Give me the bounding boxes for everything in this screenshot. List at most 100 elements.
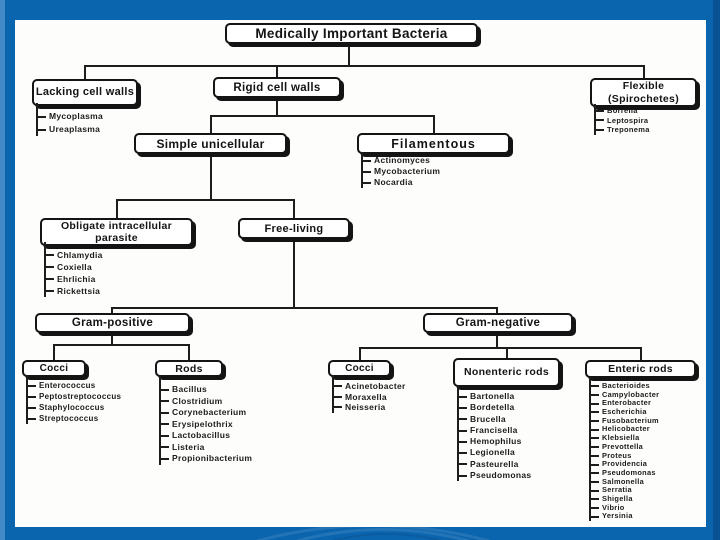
species-item: Listeria xyxy=(160,442,252,454)
connector-line xyxy=(188,344,190,361)
connector-line xyxy=(359,347,361,361)
node-medically-important-bacteria: Medically Important Bacteria xyxy=(225,23,478,44)
species-item: Mycoplasma xyxy=(37,111,104,121)
species-item: Hemophilus xyxy=(458,436,531,447)
species-item: Staphylococcus xyxy=(27,402,121,413)
species-item: Enterobacter xyxy=(590,399,659,408)
connector-line xyxy=(496,307,498,314)
species-item: Providencia xyxy=(590,459,659,469)
species-item: Ehrlichia xyxy=(46,273,103,285)
node-label: Rods xyxy=(175,362,203,375)
species-item: Proteus xyxy=(590,451,659,461)
species-item: Brucella xyxy=(458,414,531,425)
node-label: Enteric rods xyxy=(608,363,673,375)
connector-line xyxy=(506,347,508,359)
species-item: Chlamydia xyxy=(46,250,103,260)
connector-line xyxy=(116,199,294,201)
connector-line xyxy=(84,65,86,80)
node-label: Filamentous xyxy=(391,136,476,151)
species-item: Borrelia xyxy=(596,106,650,116)
connector-line xyxy=(53,344,189,346)
species-item: Bordetella xyxy=(458,402,531,413)
species-item: Nocardia xyxy=(362,177,440,188)
species-item: Legionella xyxy=(458,447,531,458)
connector-line xyxy=(210,115,212,134)
connector-line xyxy=(210,115,435,117)
species-item: Shigella xyxy=(590,494,659,504)
species-item: Bacterioides xyxy=(590,381,659,391)
connector-line xyxy=(84,65,645,67)
species-item: Serratia xyxy=(590,486,659,495)
species-item: Vibrio xyxy=(590,503,659,513)
species-item: Campylobacter xyxy=(590,389,660,399)
connector-line xyxy=(111,333,113,346)
node-label: Free-living xyxy=(264,222,324,235)
node-gram-negative-cocci: Cocci xyxy=(328,360,391,377)
species-item: Pasteurella xyxy=(458,459,531,470)
node-label: Gram-negative xyxy=(455,317,541,329)
node-label: Lacking cell walls xyxy=(35,86,135,99)
species-item: Erysipelothrix xyxy=(160,419,252,431)
node-flexible-spirochetes: Flexible (Spirochetes) xyxy=(590,78,697,107)
node-label: Gram-positive xyxy=(71,317,154,329)
species-item: Pseudomonas xyxy=(590,468,659,478)
slide-right-edge-shade xyxy=(713,0,720,540)
node-label: Rigid cell walls xyxy=(233,81,321,94)
node-label: Simple unicellular xyxy=(156,136,265,151)
node-label: Nonenteric rods xyxy=(463,365,549,378)
species-item: Mycobacterium xyxy=(362,166,441,176)
species-item: Fusobacterium xyxy=(590,415,659,425)
node-gram-positive-cocci: Cocci xyxy=(22,360,86,377)
connector-line xyxy=(433,115,435,134)
node-rigid-cell-walls: Rigid cell walls xyxy=(213,77,341,98)
species-item: Clostridium xyxy=(160,396,252,408)
species-item: Escherichia xyxy=(590,407,659,417)
species-item: Yersinia xyxy=(590,512,659,521)
connector-line xyxy=(111,307,113,314)
species-item: Pseudomonas xyxy=(458,470,532,481)
connector-line xyxy=(276,65,278,78)
node-gram-positive-rods: Rods xyxy=(155,360,223,377)
species-item: Rickettsia xyxy=(46,285,103,297)
species-item: Helicobacter xyxy=(590,425,659,434)
species-item: Streptococcus xyxy=(27,413,121,424)
connector-line xyxy=(276,97,278,116)
species-item: Leptospira xyxy=(596,115,649,125)
slide-left-edge-highlight xyxy=(0,0,5,540)
connector-line xyxy=(53,344,55,361)
connector-line xyxy=(293,199,295,219)
species-item: Bartonella xyxy=(458,391,531,402)
node-label: Flexible (Spirochetes) xyxy=(608,80,679,105)
node-label: Medically Important Bacteria xyxy=(255,26,448,41)
species-item: Neisseria xyxy=(334,402,406,413)
species-item: Treponema xyxy=(596,125,650,134)
connector-line xyxy=(348,44,350,66)
node-gram-negative: Gram-negative xyxy=(423,313,573,333)
node-free-living: Free-living xyxy=(238,218,350,239)
species-item: Peptostreptococcus xyxy=(27,392,122,401)
species-item: Klebsiella xyxy=(590,433,659,443)
species-item: Lactobacillus xyxy=(160,430,252,442)
species-item: Coxiella xyxy=(46,261,103,273)
node-label: Obligate intracellular parasite xyxy=(60,219,173,244)
connector-line xyxy=(116,199,118,219)
node-nonenteric-rods: Nonenteric rods xyxy=(453,358,560,387)
species-item: Francisella xyxy=(458,425,531,436)
node-enteric-rods: Enteric rods xyxy=(585,360,696,378)
connector-line xyxy=(643,65,645,79)
species-item: Actinomyces xyxy=(362,155,440,166)
node-lacking-cell-walls: Lacking cell walls xyxy=(32,79,138,106)
node-gram-positive: Gram-positive xyxy=(35,313,190,333)
species-item: Prevottella xyxy=(590,442,659,452)
node-label: Cocci xyxy=(345,363,374,374)
node-obligate-intracellular-parasite: Obligate intracellular parasite xyxy=(40,218,193,246)
species-item: Moraxella xyxy=(334,392,406,403)
